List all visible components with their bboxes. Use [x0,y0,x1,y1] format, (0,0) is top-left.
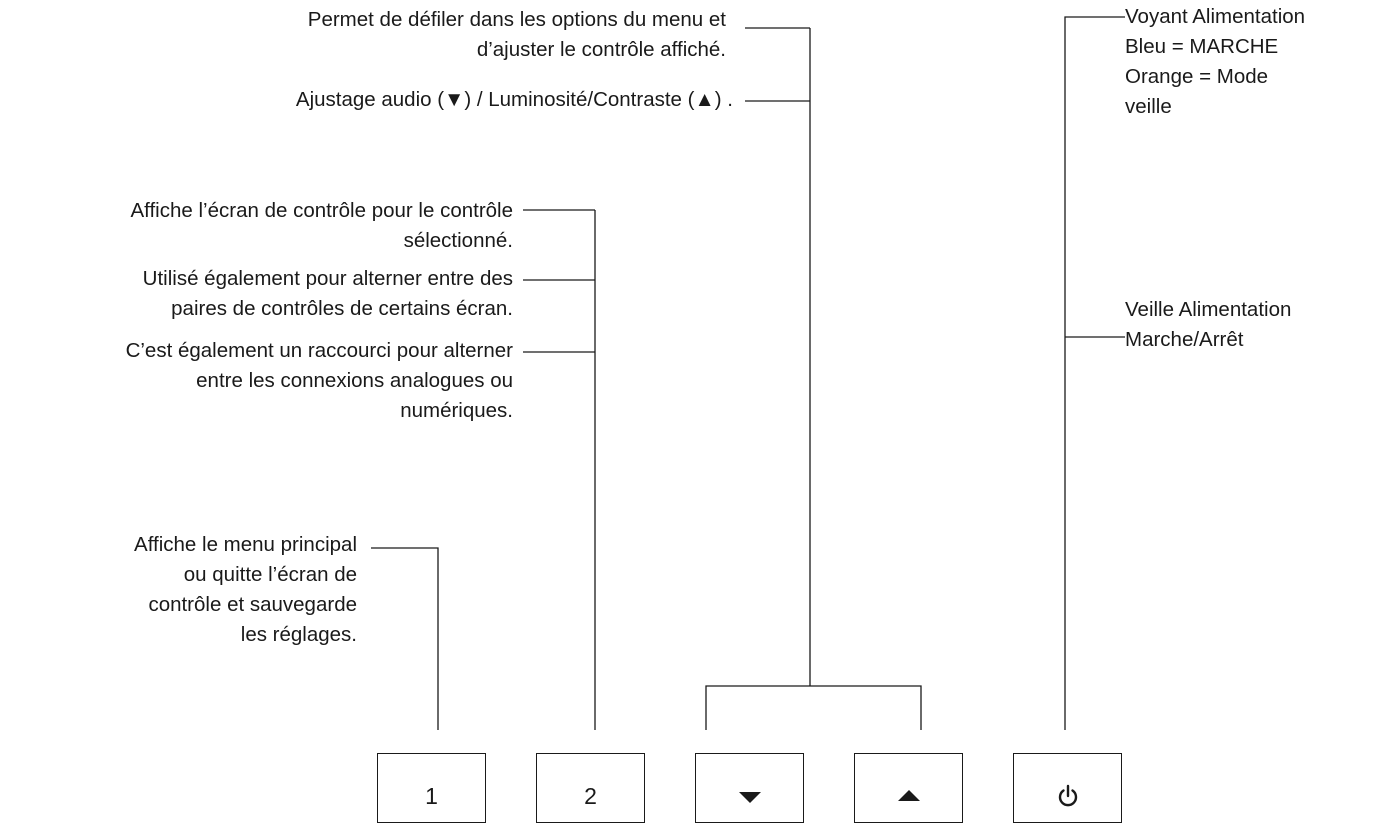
label-power-button: Veille Alimentation Marche/Arrêt [1125,298,1292,351]
power-button[interactable] [1013,753,1122,823]
up-button[interactable] [854,753,963,823]
button-2[interactable]: 2 [536,753,645,823]
up-triangle-icon [897,790,920,801]
power-icon [1058,784,1077,807]
button-2-label: 2 [584,783,597,809]
down-triangle-icon [738,792,761,803]
label-menu: Affiche le menu principal ou quitte l’éc… [134,533,357,646]
leader-led [1064,16,1125,730]
button-1[interactable]: 1 [377,753,486,823]
label-select-1: Affiche l’écran de contrôle pour le cont… [130,199,513,252]
leader-arrows-bracket [705,685,922,730]
label-audio: Ajustage audio (▼) / Luminosité/Contrast… [295,88,733,111]
down-button[interactable] [695,753,804,823]
label-select-3: C’est également un raccourci pour altern… [125,339,513,422]
label-select-2: Utilisé également pour alterner entre de… [142,267,513,320]
button-1-label: 1 [425,783,438,809]
label-scroll: Permet de défiler dans les options du me… [307,8,726,61]
label-power-led: Voyant Alimentation Bleu = MARCHE Orange… [1125,5,1306,118]
leader-menu [371,547,439,730]
